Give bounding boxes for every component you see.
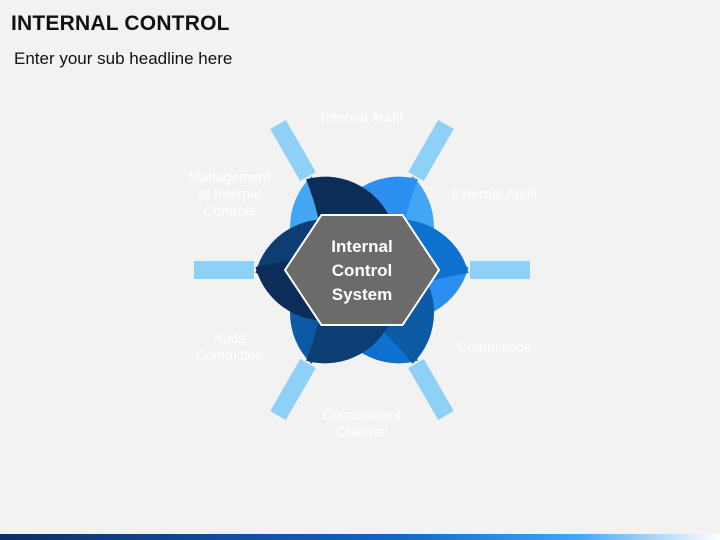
connector-band <box>194 261 254 279</box>
slide-title: INTERNAL CONTROL <box>11 12 230 35</box>
petal-label-compliance: Compliance <box>458 339 532 355</box>
center-hexagon <box>283 214 441 326</box>
petal-label-external-audit: External Audit <box>451 186 537 202</box>
connector-band <box>470 261 530 279</box>
connector-band <box>270 359 316 420</box>
petal-label-internal-audit: Internal Audit <box>321 109 403 125</box>
connectors <box>194 120 530 420</box>
connector-band <box>408 359 454 420</box>
connector-band <box>408 120 454 181</box>
bottom-accent-bar <box>0 534 720 540</box>
slide-subtitle: Enter your sub headline here <box>14 49 233 68</box>
connector-band <box>270 120 316 181</box>
